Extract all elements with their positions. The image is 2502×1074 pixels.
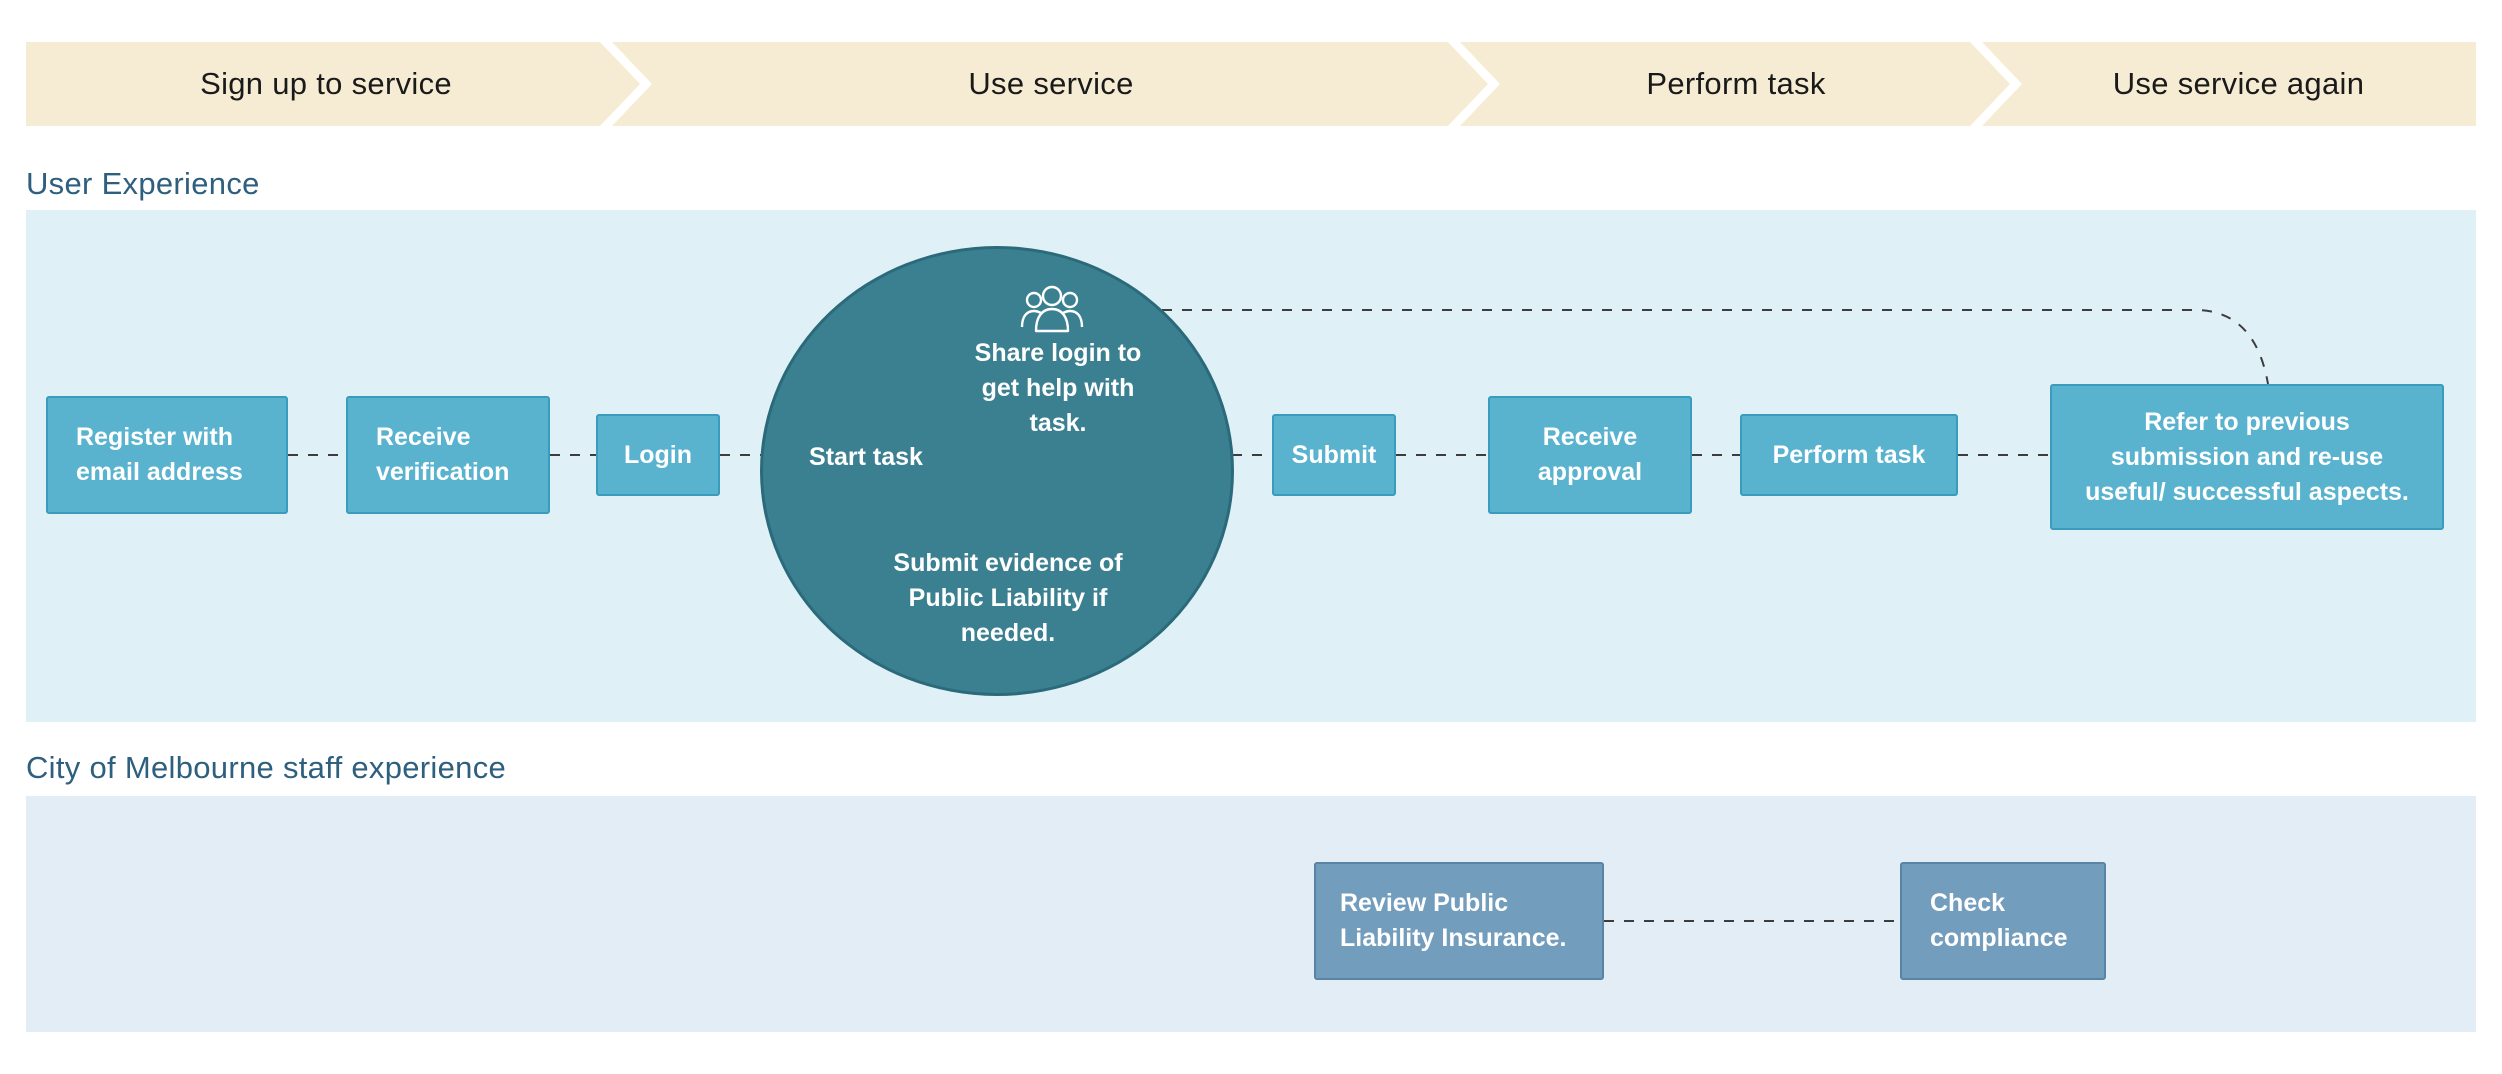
stage-bar: Sign up to service Use service Perform t…: [26, 42, 2476, 126]
receive-approval-step-label: Receive approval: [1537, 423, 1643, 486]
perform-task-step[interactable]: Perform task: [1740, 414, 1958, 496]
receive-approval-step[interactable]: Receive approval: [1488, 396, 1692, 514]
start-task-label: Start task: [809, 443, 923, 471]
refer-previous-step-label: Refer to previous submission and re-use …: [2085, 407, 2409, 506]
review-insurance-step-label: Review Public Liability Insurance.: [1340, 889, 1567, 952]
review-insurance-step[interactable]: Review Public Liability Insurance.: [1314, 862, 1604, 980]
share-login-text: Share login to get help with task.: [974, 339, 1142, 437]
stage-chevrons: [26, 42, 2476, 126]
stage-chevron-1: [26, 42, 640, 126]
perform-task-step-label: Perform task: [1772, 440, 1926, 469]
stage-use-service-again: Use service again: [2112, 66, 2365, 101]
staff-experience-title: City of Melbourne staff experience: [26, 750, 507, 785]
submit-step-label: Submit: [1291, 440, 1377, 469]
login-step[interactable]: Login: [596, 414, 720, 496]
submit-evidence-text: Submit evidence of Public Liability if n…: [893, 549, 1123, 647]
login-step-label: Login: [623, 440, 693, 469]
people-icon: [1020, 285, 1084, 333]
stage-chevron-3: [1460, 42, 2010, 126]
refer-previous-step[interactable]: Refer to previous submission and re-use …: [2050, 384, 2444, 530]
stage-perform-task: Perform task: [1646, 66, 1826, 101]
stage-chevron-4: [1982, 42, 2476, 126]
start-task-circle[interactable]: [760, 246, 1234, 696]
stage-chevron-2: [612, 42, 1488, 126]
check-compliance-step-label: Check compliance: [1930, 889, 2068, 952]
stage-use-service: Use service: [968, 66, 1134, 101]
check-compliance-step[interactable]: Check compliance: [1900, 862, 2106, 980]
receive-verification-step[interactable]: Receive verification: [346, 396, 550, 514]
receive-verification-step-label: Receive verification: [376, 423, 510, 486]
stage-sign-up: Sign up to service: [200, 66, 452, 101]
register-step[interactable]: Register with email address: [46, 396, 288, 514]
register-step-label: Register with email address: [76, 423, 243, 486]
user-experience-title: User Experience: [26, 166, 260, 201]
submit-step[interactable]: Submit: [1272, 414, 1396, 496]
staff-experience-lane: [26, 796, 2476, 1032]
